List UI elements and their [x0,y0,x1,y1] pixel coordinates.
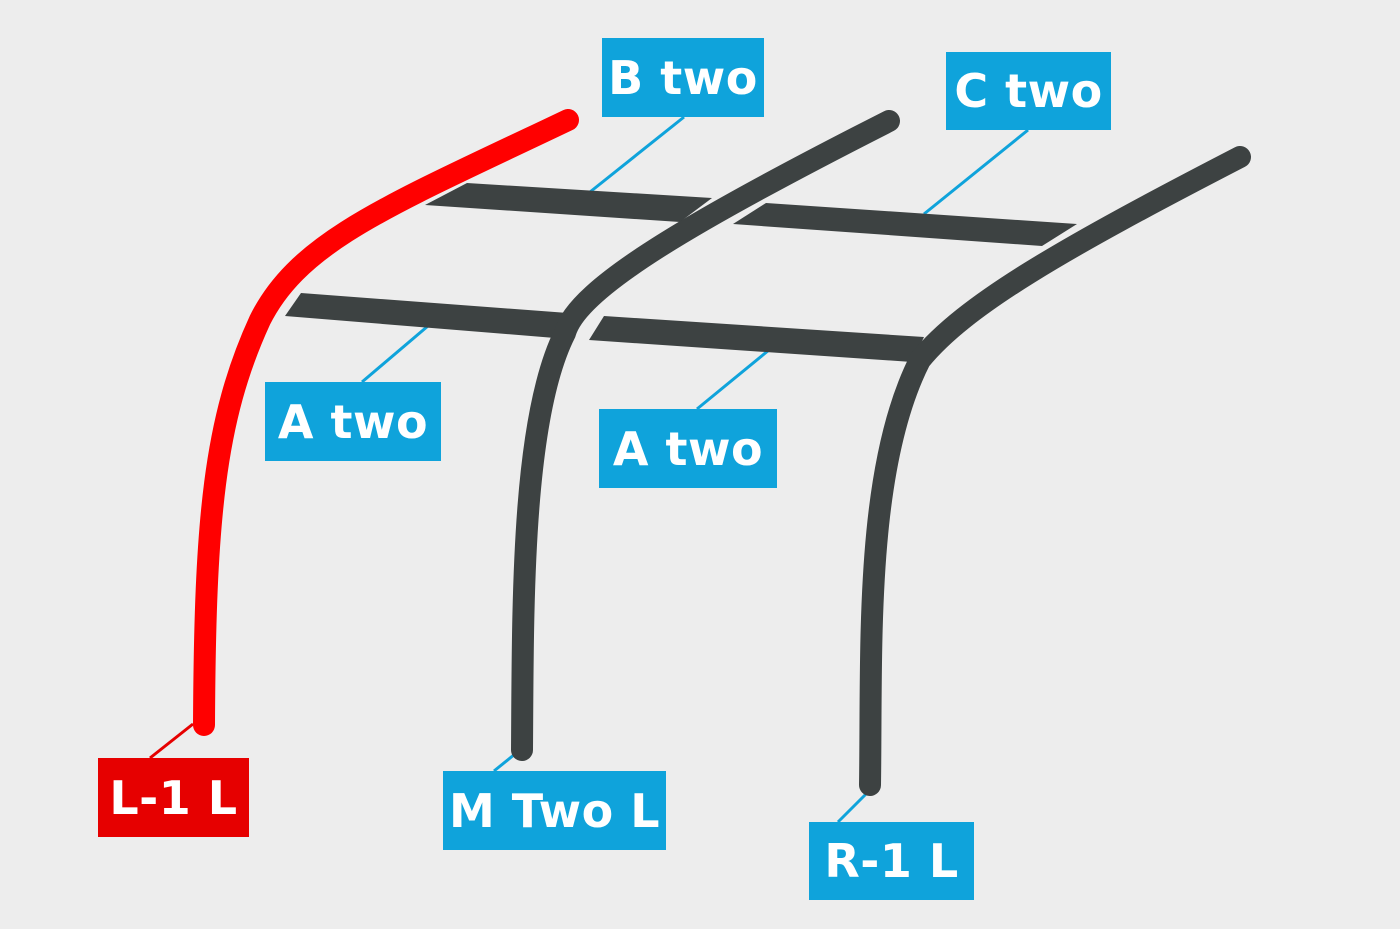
leader-c-two [923,128,1029,216]
leader-a-two-left [361,318,436,384]
leader-b-two [589,115,685,194]
label-c-two: C two [946,52,1111,130]
label-a-two-right: A two [599,409,777,488]
crossbar-upper-left [425,183,712,222]
pole-right [859,146,1251,796]
crossbar-upper-right [733,203,1077,246]
leader-l-1-l [149,722,194,760]
label-l-1-l: L-1 L [98,758,249,837]
label-m-two-l: M Two L [443,771,666,850]
crossbar-lower-left [285,293,568,338]
label-r-1-l: R-1 L [809,822,974,900]
leader-lines [149,115,1029,824]
label-b-two: B two [602,38,764,117]
leader-a-two-right [696,348,770,411]
pole-left-highlighted [193,109,579,736]
leader-r-1-l [836,788,872,824]
pole-middle [511,110,900,761]
crossbar-lower-right [589,316,924,362]
label-a-two-left: A two [265,382,441,461]
cross-bars [285,183,1077,362]
